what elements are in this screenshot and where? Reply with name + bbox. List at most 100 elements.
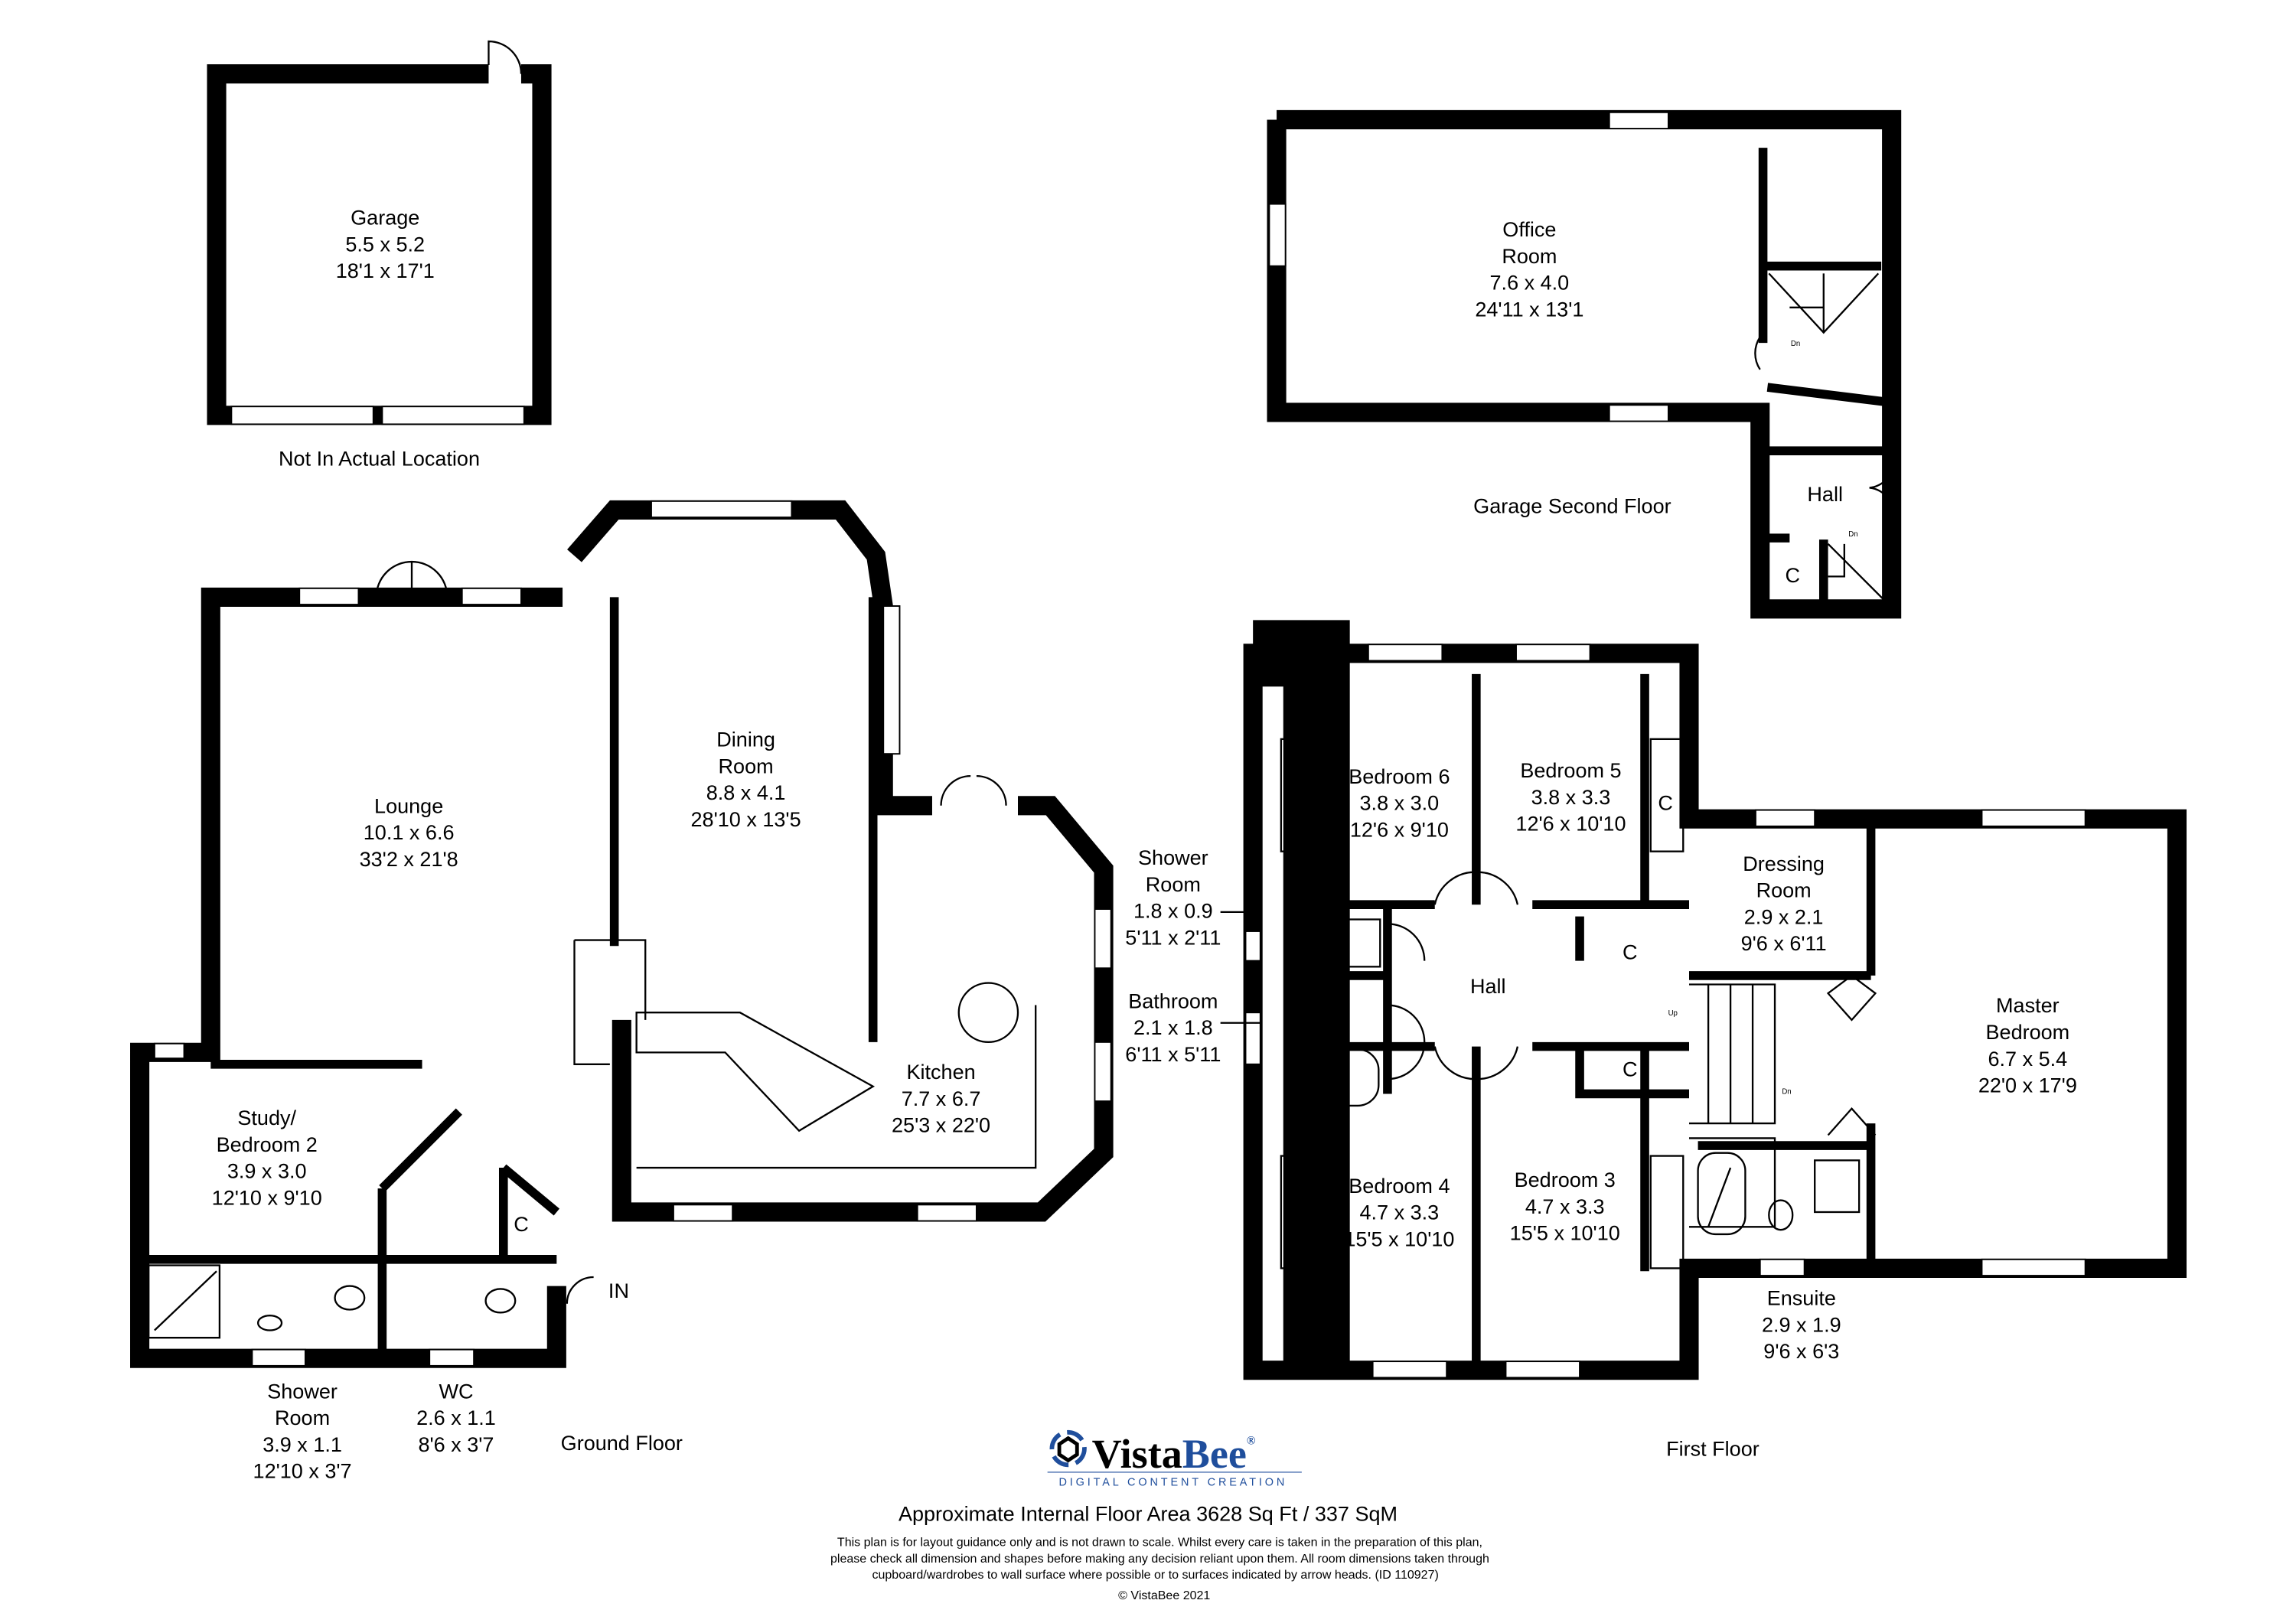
rooms-bathroom-imperial: 6'11 x 5'11 [1125, 1043, 1221, 1066]
path-mark [612, 796, 1114, 1222]
vistabee-logo: VistaBee® DIGITAL CONTENT CREATION [1047, 1429, 1302, 1488]
rect-mark [1759, 1258, 1805, 1277]
office-label: Office [1502, 218, 1556, 241]
path-mark [1758, 148, 1888, 606]
ellipse-mark [1308, 985, 1340, 1014]
ellipse-mark [1768, 1199, 1794, 1231]
markers-cupboard: C [1290, 786, 1305, 809]
disclaimer-line-1: This plan is for layout guidance only an… [837, 1536, 1482, 1550]
dressing-link [1826, 974, 1877, 1136]
path-mark [1316, 673, 1876, 1362]
cupboard-label: C [1785, 564, 1800, 587]
bedroom6-label: Bedroom 6 [1349, 765, 1450, 788]
door-arcs [1387, 923, 1426, 1080]
rect-mark [1515, 644, 1591, 662]
rooms-shower-first-metric: 1.8 x 0.9 [1133, 900, 1213, 923]
footer-logo-tagline: DIGITAL CONTENT CREATION [1058, 1476, 1287, 1488]
rooms-dressing-name2: Room [1756, 879, 1812, 902]
rect-mark [1094, 908, 1112, 970]
rect-mark [1649, 738, 1684, 852]
rect-mark [1094, 1041, 1112, 1103]
ellipse-mark [1292, 927, 1324, 957]
ground-shower-room-label: Shower [267, 1380, 338, 1403]
rooms-dressing-imperial: 9'6 x 6'11 [1741, 932, 1827, 955]
wardrobes [1280, 738, 1684, 1269]
entrance-label: IN [608, 1279, 629, 1302]
rect-mark [1608, 404, 1669, 422]
door-arc [488, 40, 523, 74]
rooms-bedroom4-metric: 4.7 x 3.3 [1360, 1201, 1440, 1224]
rect-mark [916, 1204, 977, 1222]
footer-logo-main: Vista [1092, 1431, 1182, 1477]
stairs [1768, 272, 1880, 334]
master-bedroom-label: Master [1996, 994, 2060, 1017]
shower-tray [1814, 1159, 1861, 1214]
shower-tray [1335, 918, 1381, 968]
rect-mark [1754, 809, 1816, 827]
rooms-office-imperial: 24'11 x 13'1 [1475, 298, 1583, 321]
rect-mark [1981, 1258, 2086, 1277]
rect-mark [461, 587, 522, 606]
rooms-bedroom6-imperial: 12'6 x 9'10 [1350, 818, 1449, 841]
rect-mark [1268, 203, 1287, 267]
kitchen-label: Kitchen [906, 1061, 975, 1084]
bedroom4-label: Bedroom 4 [1349, 1175, 1450, 1198]
rooms-shower-ground-metric: 3.9 x 1.1 [263, 1433, 342, 1456]
ellipse-mark [484, 1288, 517, 1314]
bedroom5-label: Bedroom 5 [1520, 759, 1621, 782]
rect-mark [381, 406, 525, 425]
rooms-kitchen-imperial: 25'3 x 22'0 [892, 1114, 990, 1137]
double-door-arc [1869, 455, 1897, 520]
ellipse-mark [334, 1285, 366, 1311]
path-mark [130, 587, 566, 1368]
rooms-shower-ground-imperial: 12'10 x 3'7 [253, 1460, 352, 1483]
footer-logo-accent: Bee [1182, 1431, 1247, 1477]
rooms-shower-ground-name2: Room [275, 1406, 330, 1429]
lounge-label: Lounge [374, 794, 443, 817]
path-mark [207, 64, 552, 425]
rooms-dining-metric: 8.8 x 4.1 [706, 781, 786, 804]
rooms-wc-metric: 2.6 x 1.1 [416, 1406, 496, 1429]
rect-mark [429, 1348, 475, 1367]
garage-plan: Garage 5.5 x 5.2 18'1 x 17'1 Not In Actu… [207, 40, 552, 470]
kitchen-counter [635, 1005, 1037, 1169]
bathroom-label: Bathroom [1128, 989, 1218, 1012]
rect-mark [298, 587, 360, 606]
rooms-dining-imperial: 28'10 x 13'5 [691, 808, 801, 831]
disclaimer-line-2: please check all dimension and shapes be… [830, 1552, 1489, 1566]
first-hall-label: Hall [1470, 975, 1506, 998]
markers-down: Dn [1782, 1087, 1791, 1096]
staircase [1689, 983, 1776, 1228]
rooms-master-metric: 6.7 x 5.4 [1988, 1048, 2068, 1071]
rooms-shower-first-imperial: 5'11 x 2'11 [1125, 926, 1221, 949]
rect-mark [1608, 111, 1669, 130]
polygon-mark [1057, 1436, 1079, 1463]
rooms-ensuite-imperial: 9'6 x 6'3 [1763, 1340, 1839, 1363]
path-mark [148, 1060, 560, 1353]
circle-mark [957, 982, 1019, 1044]
rooms-kitchen-metric: 7.7 x 6.7 [902, 1087, 981, 1110]
rooms-lounge-metric: 10.1 x 6.6 [364, 821, 455, 844]
rooms-shower-first-name2: Room [1146, 873, 1201, 896]
bathtub [1697, 1152, 1746, 1236]
path-mark [1267, 109, 1902, 619]
text-mark: VistaBee® [1092, 1431, 1256, 1477]
rooms-bedroom4-imperial: 15'5 x 10'10 [1344, 1227, 1454, 1250]
rooms-wc-imperial: 8'6 x 3'7 [418, 1433, 494, 1456]
rooms-master-name2: Bedroom [1986, 1021, 2070, 1044]
circle-mark [1049, 1429, 1087, 1468]
rect-mark [1244, 930, 1261, 962]
path-mark [1253, 620, 1350, 1370]
rooms-dressing-metric: 2.9 x 2.1 [1744, 905, 1824, 928]
cupboard-label: C [514, 1213, 529, 1236]
rooms-bathroom-metric: 2.1 x 1.8 [1133, 1016, 1213, 1039]
entrance-door [566, 1276, 594, 1304]
rooms-master-imperial: 22'0 x 17'9 [1978, 1074, 2077, 1097]
rect-mark [153, 1042, 185, 1060]
rect-mark [1280, 1155, 1315, 1269]
first-floor-plan: C C C C C Up Dn Bedroom 6 3.8 x 3.0 12'6… [1125, 620, 2187, 1461]
rooms-dining-name2: Room [719, 754, 774, 777]
rect-mark [251, 1348, 306, 1367]
rooms-study-metric: 3.9 x 3.0 [227, 1160, 307, 1183]
rect-mark [1367, 644, 1443, 662]
